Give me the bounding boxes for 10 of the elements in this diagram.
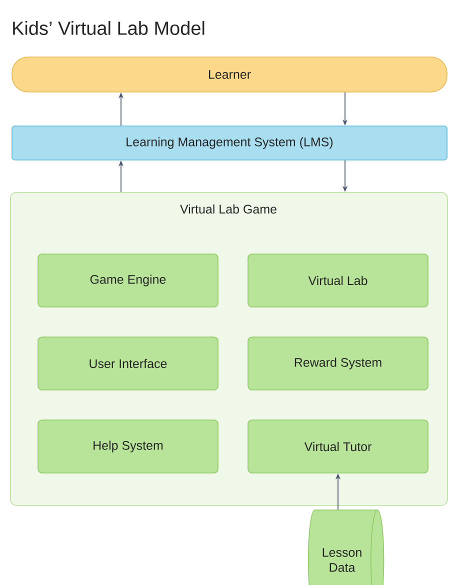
data-cylinder: Lesson Data [308,510,384,585]
component-box: Reward System [248,336,428,390]
component-box: Game Engine [38,254,218,308]
component-box: Help System [38,420,218,474]
learner-band: Learner [12,56,448,92]
system-band: Learning Management System (LMS) [12,126,448,160]
title: Kids’ Virtual Lab Model [13,21,204,35]
component-box: Virtual Lab [248,254,428,308]
component-box: Virtual Tutor [248,420,428,474]
component-box: User Interface [38,336,218,390]
